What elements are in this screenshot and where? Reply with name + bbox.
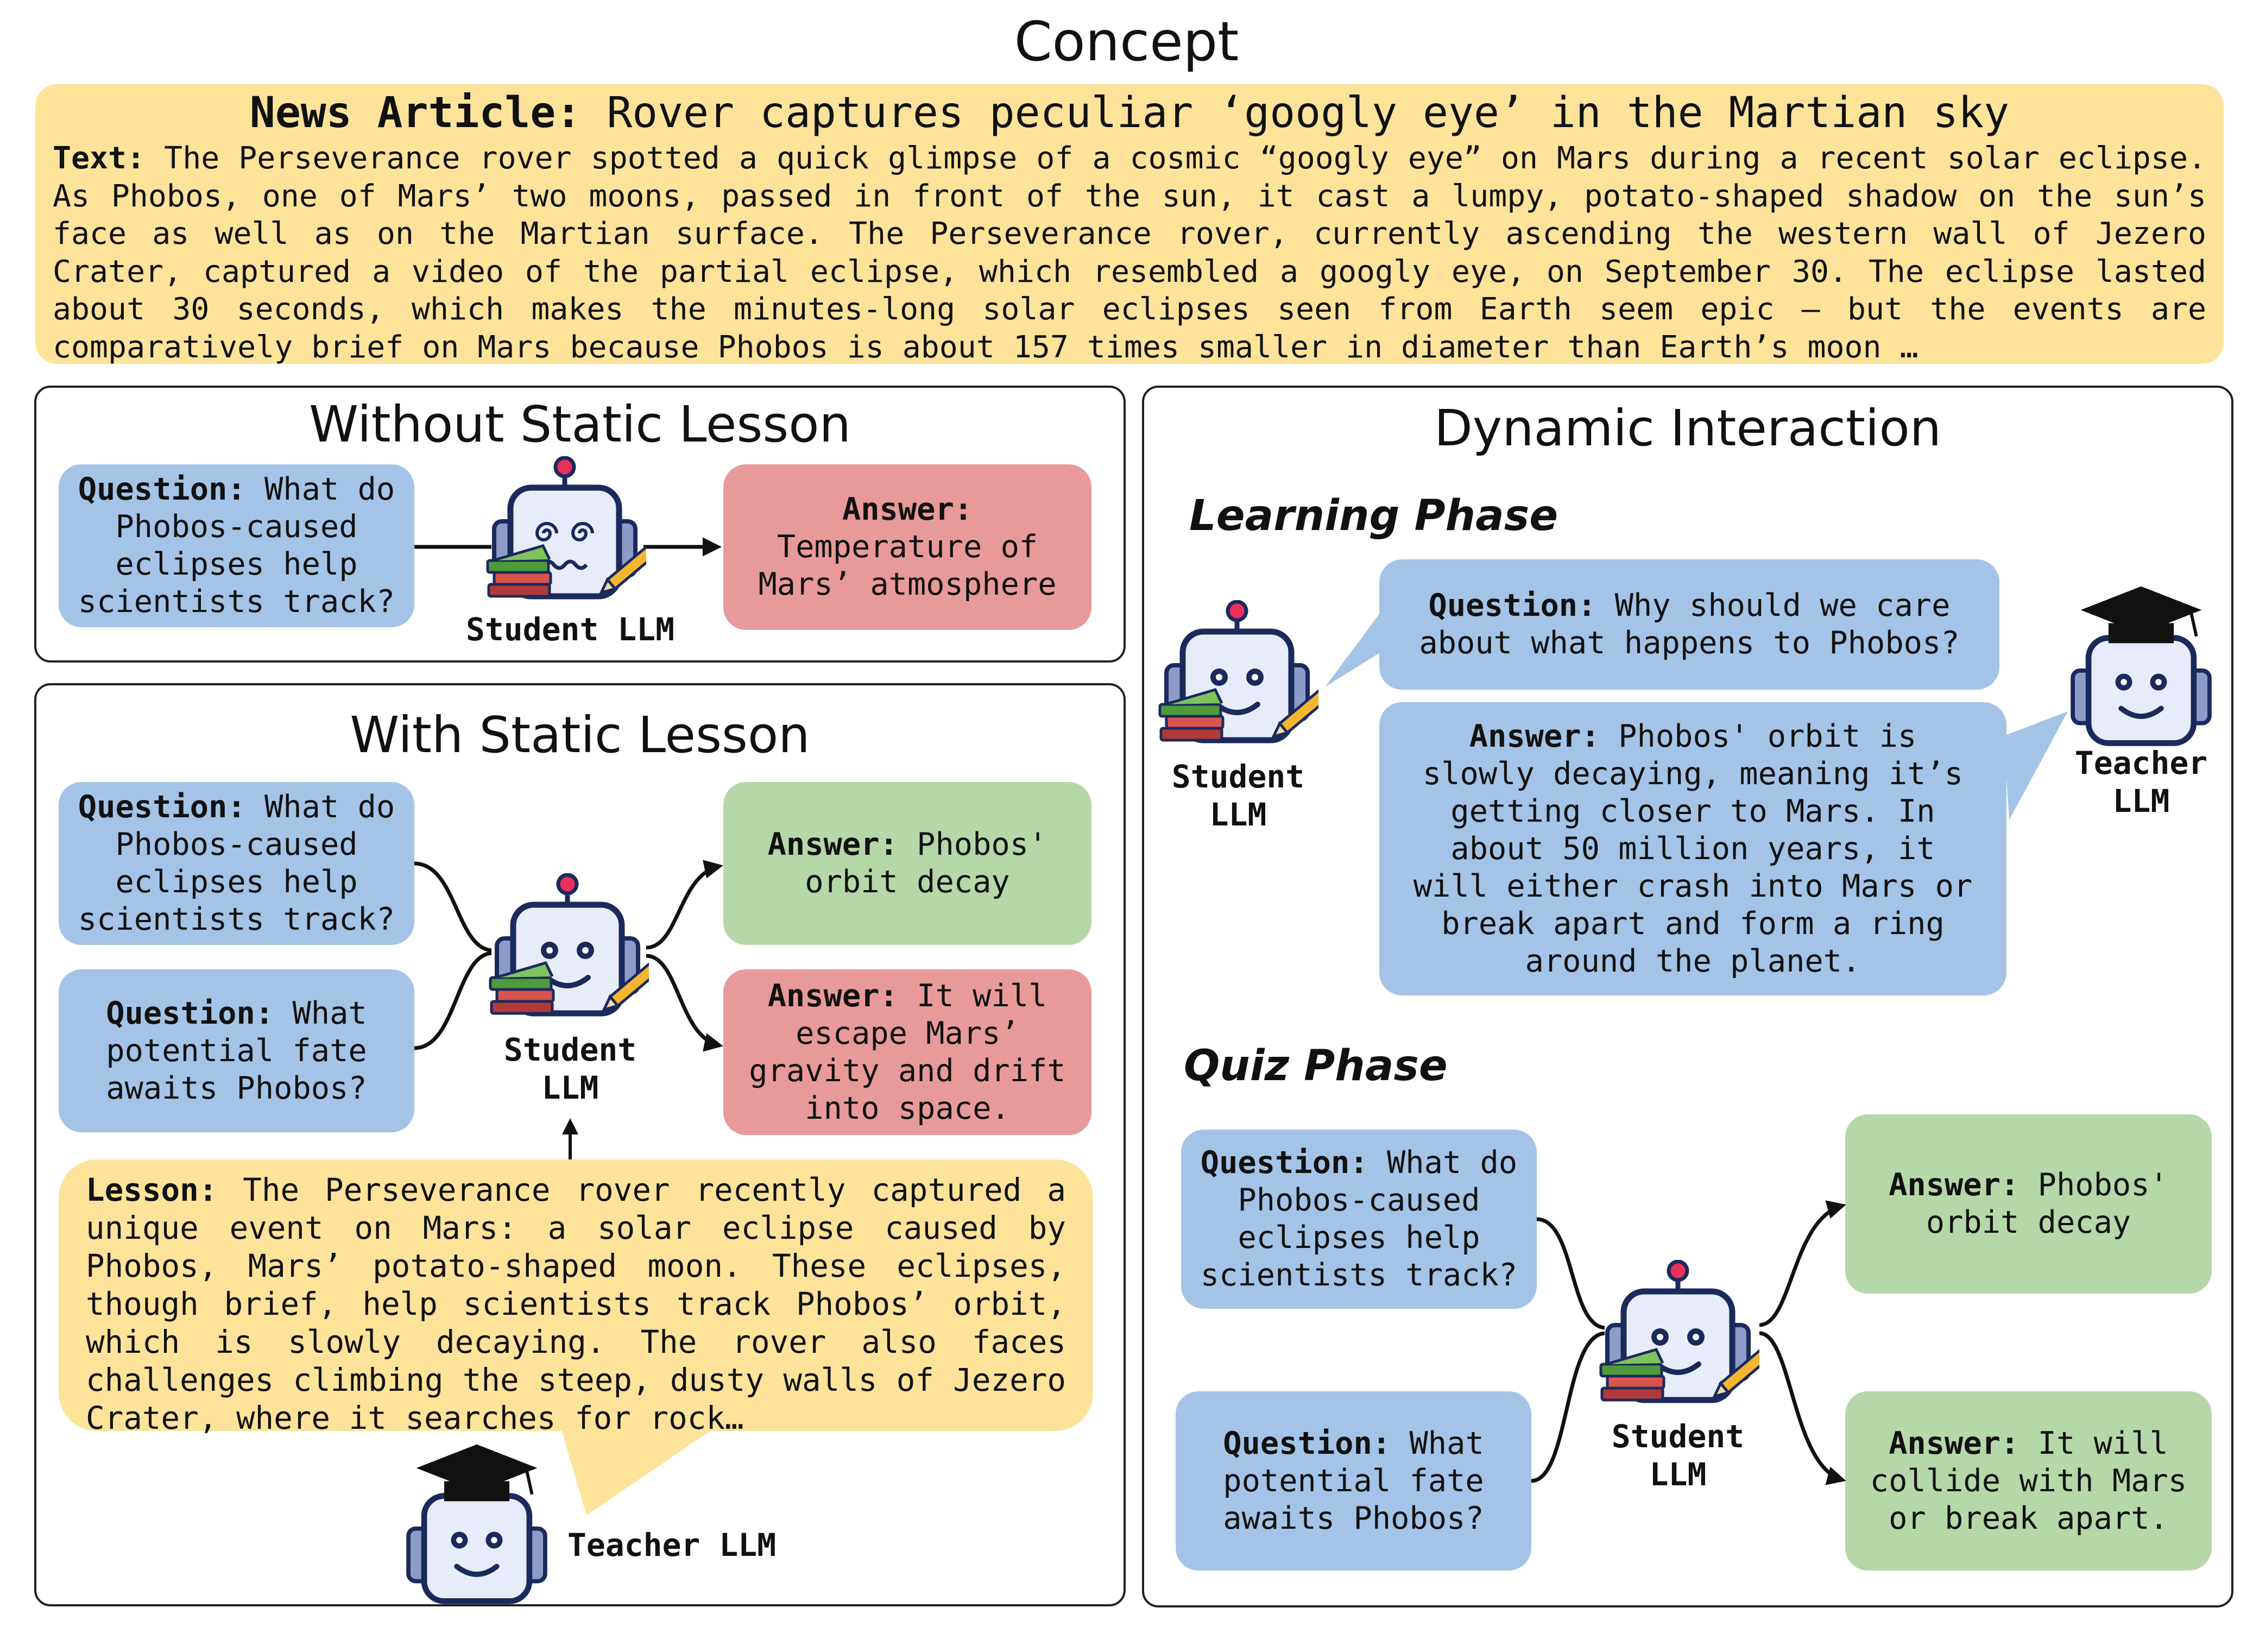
answer-text: Phobos' orbit decay xyxy=(1926,1167,2168,1240)
question-label: Question: xyxy=(78,789,246,825)
with-answer2-bubble: Answer: It will escape Mars’ gravity and… xyxy=(723,969,1091,1135)
question-text: What do Phobos-caused eclipses help scie… xyxy=(1200,1145,1518,1293)
quiz-student-label: Student LLM xyxy=(1569,1417,1787,1493)
lesson-bubble: Lesson: The Perseverance rover recently … xyxy=(59,1159,1093,1436)
news-headline: News Article: Rover captures peculiar ‘g… xyxy=(53,89,2206,137)
quiz-answer2-bubble: Answer: It will collide with Mars or bre… xyxy=(1845,1391,2212,1571)
answer-label: Answer: xyxy=(767,978,898,1014)
question-text: What potential fate awaits Phobos? xyxy=(1223,1425,1484,1536)
llm-label: LLM xyxy=(1209,796,1267,833)
with-question2-bubble: Question: What potential fate awaits Pho… xyxy=(59,969,414,1132)
answer-label: Answer: xyxy=(842,491,973,527)
question-text: Why should we care about what happens to… xyxy=(1419,588,1960,661)
with-student-label: Student LLM xyxy=(462,1031,679,1107)
quiz-phase-title: Quiz Phase xyxy=(1184,1042,1448,1090)
teacher-label: Teacher xyxy=(2074,745,2208,781)
student-label: Student xyxy=(503,1031,637,1068)
quiz-answer1-bubble: Answer: Phobos' orbit decay xyxy=(1845,1114,2212,1294)
news-headline-text: Rover captures peculiar ‘googly eye’ in … xyxy=(607,89,2010,137)
answer-label: Answer: xyxy=(1469,718,1600,754)
with-teacher-label: Teacher LLM xyxy=(567,1527,777,1563)
question-label: Question: xyxy=(78,471,246,507)
with-panel-title: With Static Lesson xyxy=(350,706,810,764)
confused-robot-icon xyxy=(483,456,646,608)
question-label: Question: xyxy=(1223,1425,1391,1461)
llm-label: LLM xyxy=(541,1069,599,1106)
news-article-label: News Article: xyxy=(249,89,582,137)
learn-teacher-label: Teacher LLM xyxy=(2033,744,2250,820)
question-text: What potential fate awaits Phobos? xyxy=(106,995,367,1106)
quiz-question1-bubble: Question: What do Phobos-caused eclipses… xyxy=(1181,1130,1537,1309)
without-answer-bubble: Answer:Temperature of Mars’ atmosphere xyxy=(723,464,1091,630)
answer-text: Phobos' orbit is slowly decaying, meanin… xyxy=(1413,718,1973,979)
question-label: Question: xyxy=(1428,588,1596,623)
llm-label: LLM xyxy=(1649,1456,1707,1493)
answer-text: It will escape Mars’ gravity and drift i… xyxy=(749,978,1066,1126)
answer-label: Answer: xyxy=(767,827,898,862)
learn-answer-bubble: Answer: Phobos' orbit is slowly decaying… xyxy=(1379,702,2006,995)
question-text: What do Phobos-caused eclipses help scie… xyxy=(78,471,395,620)
without-question-bubble: Question: What do Phobos-caused eclipses… xyxy=(59,464,414,627)
dynamic-panel-title: Dynamic Interaction xyxy=(1434,399,1942,457)
answer-text: It will collide with Mars or break apart… xyxy=(1870,1425,2187,1536)
learning-phase-title: Learning Phase xyxy=(1189,491,1558,540)
answer-label: Answer: xyxy=(1889,1425,2020,1461)
lesson-text: The Perseverance rover recently captured… xyxy=(86,1172,1066,1436)
without-panel-title: Without Static Lesson xyxy=(309,395,851,453)
news-text-label: Text: xyxy=(53,141,146,176)
quiz-question2-bubble: Question: What potential fate awaits Pho… xyxy=(1176,1391,1531,1571)
student-label: Student xyxy=(1171,758,1305,795)
answer-text: Temperature of Mars’ atmosphere xyxy=(758,529,1057,602)
question-label: Question: xyxy=(1200,1145,1368,1181)
llm-label: LLM xyxy=(2112,783,2170,819)
news-text: Text: The Perseverance rover spotted a q… xyxy=(53,140,2206,366)
news-article-box: News Article: Rover captures peculiar ‘g… xyxy=(35,84,2224,366)
lesson-label: Lesson: xyxy=(86,1172,218,1208)
question-text: What do Phobos-caused eclipses help scie… xyxy=(78,789,395,937)
answer-label: Answer: xyxy=(1889,1167,2020,1203)
without-student-label: Student LLM xyxy=(465,611,675,648)
learn-question-bubble: Question: Why should we care about what … xyxy=(1379,559,1999,690)
with-answer1-bubble: Answer: Phobos' orbit decay xyxy=(723,782,1091,945)
dizzy-eyes-icon xyxy=(535,522,594,570)
student-label: Student xyxy=(1611,1418,1745,1455)
news-text-body: The Perseverance rover spotted a quick g… xyxy=(53,141,2206,365)
answer-text: Phobos' orbit decay xyxy=(805,827,1047,900)
learn-student-label: Student LLM xyxy=(1129,758,1347,834)
question-label: Question: xyxy=(106,995,274,1031)
page-title: Concept xyxy=(1014,10,1239,73)
with-question1-bubble: Question: What do Phobos-caused eclipses… xyxy=(59,782,414,945)
quiz-student-robot-icon xyxy=(1596,1260,1759,1412)
